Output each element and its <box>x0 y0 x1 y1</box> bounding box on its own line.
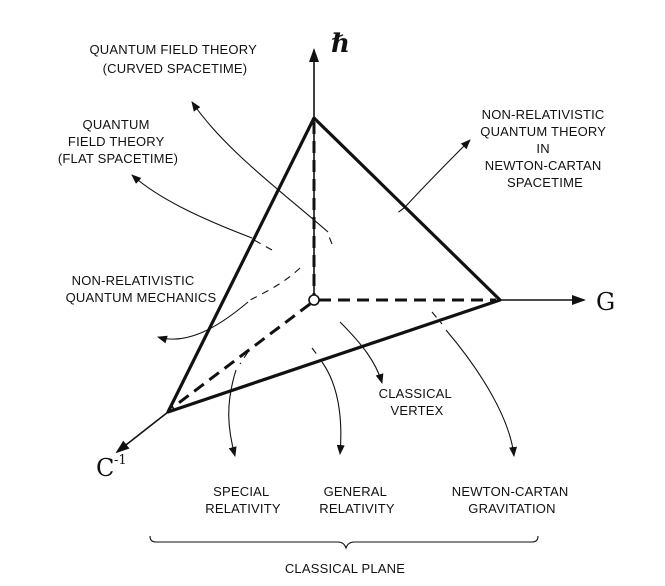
newton-cartan-gravitation-label: NEWTON-CARTAN GRAVITATION <box>452 484 573 516</box>
pointer-nrqt-dash <box>395 207 405 215</box>
pointer-nrqt <box>405 139 471 207</box>
dashed-edge-diagonal <box>171 302 311 410</box>
pointer-nrqm <box>157 301 249 344</box>
pointer-qft-flat <box>131 174 253 239</box>
pointer-special-relativity <box>228 369 237 457</box>
c-inverse-axis <box>115 411 169 454</box>
tetrahedron-front-edges <box>166 116 502 414</box>
pointer-general-relativity <box>321 361 345 455</box>
qft-flat-label: QUANTUM FIELD THEORY (FLAT SPACETIME) <box>58 117 178 166</box>
general-relativity-label: GENERAL RELATIVITY <box>319 484 395 516</box>
g-axis-label: G <box>596 288 615 316</box>
special-relativity-label: SPECIAL RELATIVITY <box>205 484 281 516</box>
nrqm-label: NON-RELATIVISTIC QUANTUM MECHANICS <box>66 273 217 305</box>
pointer-special-relativity-dash <box>239 351 249 365</box>
pointer-classical-vertex <box>339 321 384 384</box>
pointer-qft-flat-dash <box>253 239 273 251</box>
qft-curved-label: QUANTUM FIELD THEORY (CURVED SPACETIME) <box>89 42 260 76</box>
pointer-newton-cartan-dash <box>431 311 443 325</box>
nrqt-newton-cartan-label: NON-RELATIVISTIC QUANTUM THEORY IN NEWTO… <box>480 107 609 190</box>
classical-vertex-point <box>308 294 320 306</box>
classical-plane-brace <box>149 535 539 550</box>
pointer-newton-cartan <box>445 329 518 457</box>
c-axis-exponent: -1 <box>114 453 127 468</box>
pointer-qft-curved <box>191 101 329 233</box>
hbar-axis-label: ℏ <box>331 29 350 59</box>
pointer-nrqm-dash <box>249 267 301 301</box>
classical-plane-label: CLASSICAL PLANE <box>285 561 405 576</box>
c-axis-label: C <box>96 454 114 482</box>
classical-vertex-label: CLASSICAL VERTEX <box>379 386 456 418</box>
pointer-qft-curved-dash <box>327 233 333 245</box>
pointer-general-relativity-dash <box>311 347 319 357</box>
